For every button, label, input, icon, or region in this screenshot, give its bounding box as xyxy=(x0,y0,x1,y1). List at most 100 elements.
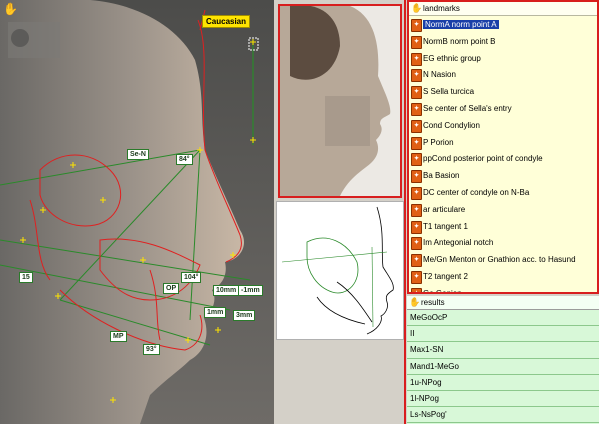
landmarks-list[interactable]: ✦NormA norm point A✦NormB norm point B✦E… xyxy=(409,16,597,294)
tracing-jaw xyxy=(316,296,366,325)
cephalometric-main-view[interactable]: ✋ Caucasian Se-N 84° 15 104° OP 10mm -1m… xyxy=(0,0,274,424)
logo-globe xyxy=(11,29,29,47)
result-item[interactable]: Ls-NsPog' xyxy=(407,407,599,424)
landmark-label: Ba Basion xyxy=(423,171,460,181)
occlusal-line xyxy=(0,264,231,311)
landmark-item[interactable]: ✦NormB norm point B xyxy=(409,33,597,50)
results-title: results xyxy=(421,298,445,307)
landmark-label: Me/Gn Menton or Gnathion acc. to Hasund xyxy=(423,255,576,265)
landmark-marker-icon: ✦ xyxy=(411,136,422,150)
landmark-label: Go Gonion xyxy=(423,288,462,294)
landmark-label: DC center of condyle on N-Ba xyxy=(423,187,530,197)
angle-93-label: 93° xyxy=(143,344,160,355)
result-item[interactable]: MeGoOcP xyxy=(407,310,599,327)
landmark-item[interactable]: ✦Cond Condylion xyxy=(409,117,597,134)
landmark-marker-icon: ✦ xyxy=(411,86,422,100)
landmarks-header: ✋ landmarks xyxy=(409,2,597,16)
landmark-item[interactable]: ✦DC center of condyle on N-Ba xyxy=(409,184,597,201)
landmark-label: NormB norm point B xyxy=(423,36,496,46)
tracing-profile xyxy=(366,206,394,335)
tracing-preview[interactable] xyxy=(276,201,404,340)
hand-icon: ✋ xyxy=(411,3,423,13)
landmark-marker-icon: ✦ xyxy=(411,237,422,251)
result-item[interactable]: Mand1-MeGo xyxy=(407,359,599,375)
landmark-item[interactable]: ✦Im Antegonial notch xyxy=(409,234,597,251)
landmark-label: ppCond posterior point of condyle xyxy=(423,154,543,164)
landmark-label: Se center of Sella's entry xyxy=(423,103,512,113)
result-item[interactable]: 1l-NPog xyxy=(407,391,599,408)
landmark-label: Im Antegonial notch xyxy=(423,238,494,248)
landmark-marker-icon: ✦ xyxy=(411,119,422,133)
ruler-marker[interactable] xyxy=(248,37,259,51)
result-item[interactable]: Max1-SN xyxy=(407,342,599,359)
photo-hair xyxy=(290,6,340,80)
angle-104-label: 104° xyxy=(181,272,202,283)
mandible-tracing xyxy=(59,289,203,351)
neg-one-mm-label: -1mm xyxy=(238,285,263,296)
ramus-tracing xyxy=(29,199,51,281)
panel-divider[interactable] xyxy=(404,0,406,424)
landmark-label: ar articulare xyxy=(423,204,466,214)
landmark-item[interactable]: ✦N Nasion xyxy=(409,66,597,83)
landmark-marker-icon: ✦ xyxy=(411,287,422,292)
landmark-item[interactable]: ✦Se center of Sella's entry xyxy=(409,100,597,117)
face-silhouette xyxy=(0,0,244,424)
result-item[interactable]: II xyxy=(407,326,599,343)
landmark-marker-icon: ✦ xyxy=(411,170,422,184)
landmark-label: T1 tangent 1 xyxy=(423,221,468,231)
landmark-label: NormA norm point A xyxy=(423,20,499,29)
landmark-label: Cond Condylion xyxy=(423,120,480,130)
mandibular-line xyxy=(59,299,211,346)
mp-label: MP xyxy=(110,331,127,342)
landmarks-panel[interactable]: ✋ landmarks ✦NormA norm point A✦NormB no… xyxy=(407,0,599,294)
results-header: ✋ results xyxy=(407,296,599,310)
landmark-label: S Sella turcica xyxy=(423,87,475,97)
landmark-marker-icon: ✦ xyxy=(411,203,422,217)
landmark-item[interactable]: ✦NormA norm point A xyxy=(409,16,597,33)
op-label: OP xyxy=(163,283,180,294)
tracing-vertical-line xyxy=(371,246,374,328)
hand-tool-icon[interactable]: ✋ xyxy=(3,2,18,16)
landmark-item[interactable]: ✦ppCond posterior point of condyle xyxy=(409,150,597,167)
landmark-item[interactable]: ✦EG ethnic group xyxy=(409,50,597,67)
landmark-item[interactable]: ✦Me/Gn Menton or Gnathion acc. to Hasund xyxy=(409,251,597,268)
landmark-item[interactable]: ✦ar articulare xyxy=(409,201,597,218)
landmark-label: T2 tangent 2 xyxy=(423,271,468,281)
landmark-item[interactable]: ✦T1 tangent 1 xyxy=(409,218,597,235)
soft-tissue-profile xyxy=(197,19,242,263)
n-go-line xyxy=(59,149,201,301)
profile-photo xyxy=(280,6,400,196)
se-n-label: Se-N xyxy=(127,149,149,160)
ten-mm-label: 10mm xyxy=(213,285,240,296)
landmark-label: EG ethnic group xyxy=(423,53,481,63)
hand-icon: ✋ xyxy=(409,297,421,307)
landmark-item[interactable]: ✦Ba Basion xyxy=(409,167,597,184)
landmark-marker-icon: ✦ xyxy=(411,186,422,200)
maxilla-tracing xyxy=(99,238,201,301)
landmark-marker-icon: ✦ xyxy=(411,35,422,49)
angle-84-label: 84° xyxy=(176,154,193,165)
landmark-marker-icon: ✦ xyxy=(411,153,422,167)
landmark-marker-icon: ✦ xyxy=(411,102,422,116)
sn-line xyxy=(0,149,201,186)
result-item[interactable]: 1u-NPog xyxy=(407,375,599,391)
landmark-marker-icon: ✦ xyxy=(411,270,422,284)
value-15-label: 15 xyxy=(19,272,33,283)
landmark-marker-icon: ✦ xyxy=(411,19,422,32)
profile-photo-view[interactable] xyxy=(278,4,402,198)
landmark-item[interactable]: ✦Go Gonion xyxy=(409,285,597,294)
tracing-cranium xyxy=(306,237,359,294)
n-pog-line xyxy=(189,149,201,321)
landmark-label: N Nasion xyxy=(423,70,456,80)
landmark-item[interactable]: ✦S Sella turcica xyxy=(409,83,597,100)
fh-line xyxy=(0,239,251,281)
landmark-item[interactable]: ✦T2 tangent 2 xyxy=(409,268,597,285)
tracing-reference-line xyxy=(281,251,388,263)
landmark-item[interactable]: ✦P Porion xyxy=(409,134,597,151)
landmark-label: P Porion xyxy=(423,137,454,147)
landmark-marker-icon: ✦ xyxy=(411,254,422,268)
empty-area xyxy=(276,340,404,424)
cephalogram-canvas[interactable] xyxy=(0,0,274,424)
